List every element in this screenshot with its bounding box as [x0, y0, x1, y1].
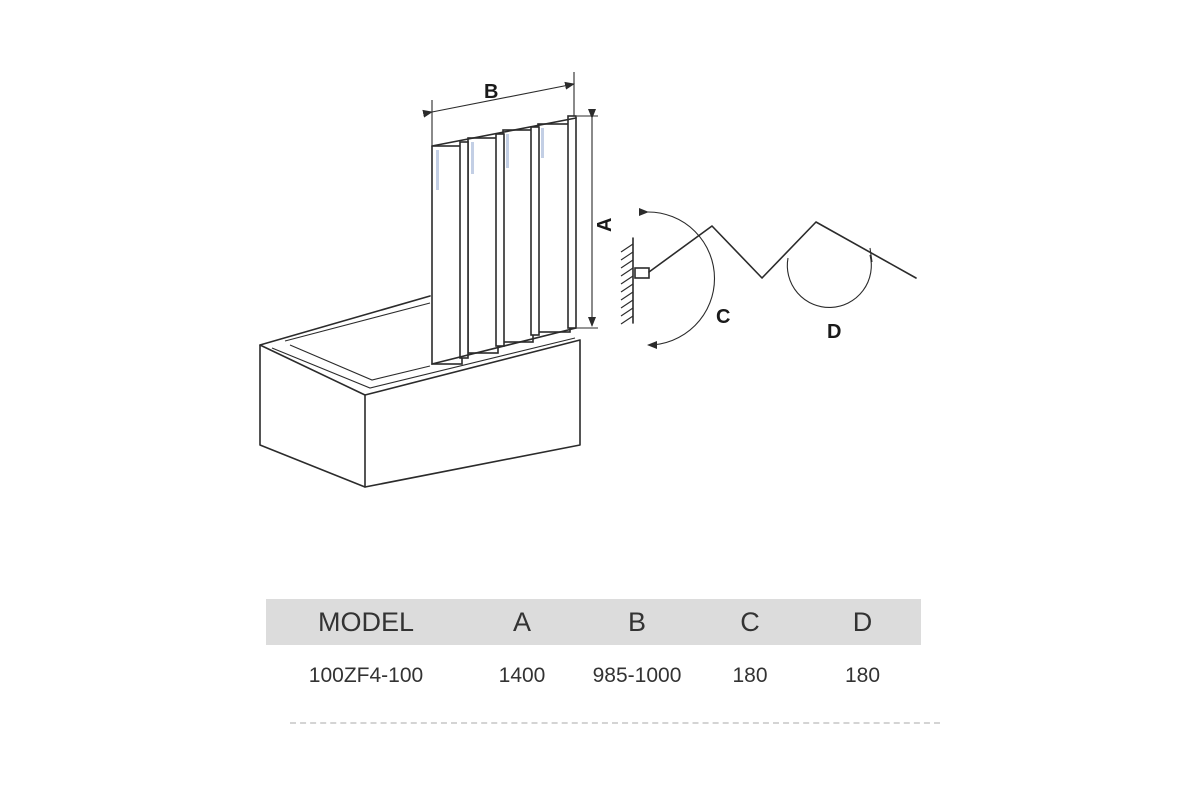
specification-table: MODEL A B C D 100ZF4-100 1400 985-1000 1… [266, 599, 921, 707]
cell-a: 1400 [498, 664, 546, 687]
cell-b: 985-1000 [592, 664, 682, 687]
label-c: C [716, 306, 730, 328]
wall-hatch [620, 237, 634, 325]
cell-model: 100ZF4-100 [308, 664, 424, 687]
header-b: B [578, 599, 696, 645]
header-model: MODEL [266, 599, 466, 645]
header-a: A [466, 599, 578, 645]
folding-screen-drawing [431, 115, 577, 365]
cell-c: 180 [732, 664, 768, 687]
label-a: A [594, 218, 616, 232]
bathtub-drawing [259, 295, 581, 488]
dimension-b [422, 72, 575, 145]
swing-arc-c [638, 207, 715, 349]
dimension-a [577, 109, 598, 329]
label-d: D [827, 321, 841, 343]
cell-d: 180 [844, 664, 881, 687]
header-d: D [804, 599, 921, 645]
bath-screen-diagram: B A C D [259, 72, 917, 488]
label-b: B [484, 81, 498, 103]
table-header-row: MODEL A B C D [266, 599, 921, 645]
table-row: 100ZF4-100 1400 985-1000 180 180 [266, 645, 921, 707]
header-c: C [696, 599, 804, 645]
plan-view-panels [634, 221, 917, 279]
row-divider [290, 722, 940, 724]
swing-arc-d [786, 247, 873, 309]
